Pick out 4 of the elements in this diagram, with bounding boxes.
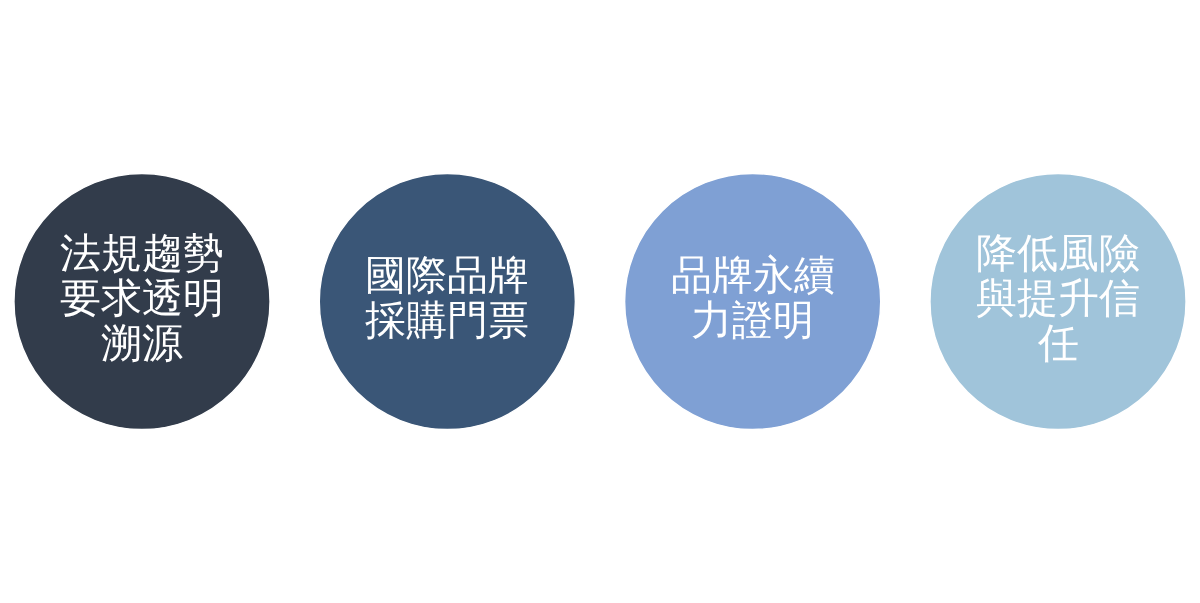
- node-circle: 品牌永續力證明: [623, 172, 882, 431]
- node-circle: 法規趨勢要求透明溯源: [13, 172, 271, 431]
- node-circle: 降低風險與提升信任: [929, 172, 1187, 431]
- node-circle: 國際品牌採購門票: [318, 172, 577, 431]
